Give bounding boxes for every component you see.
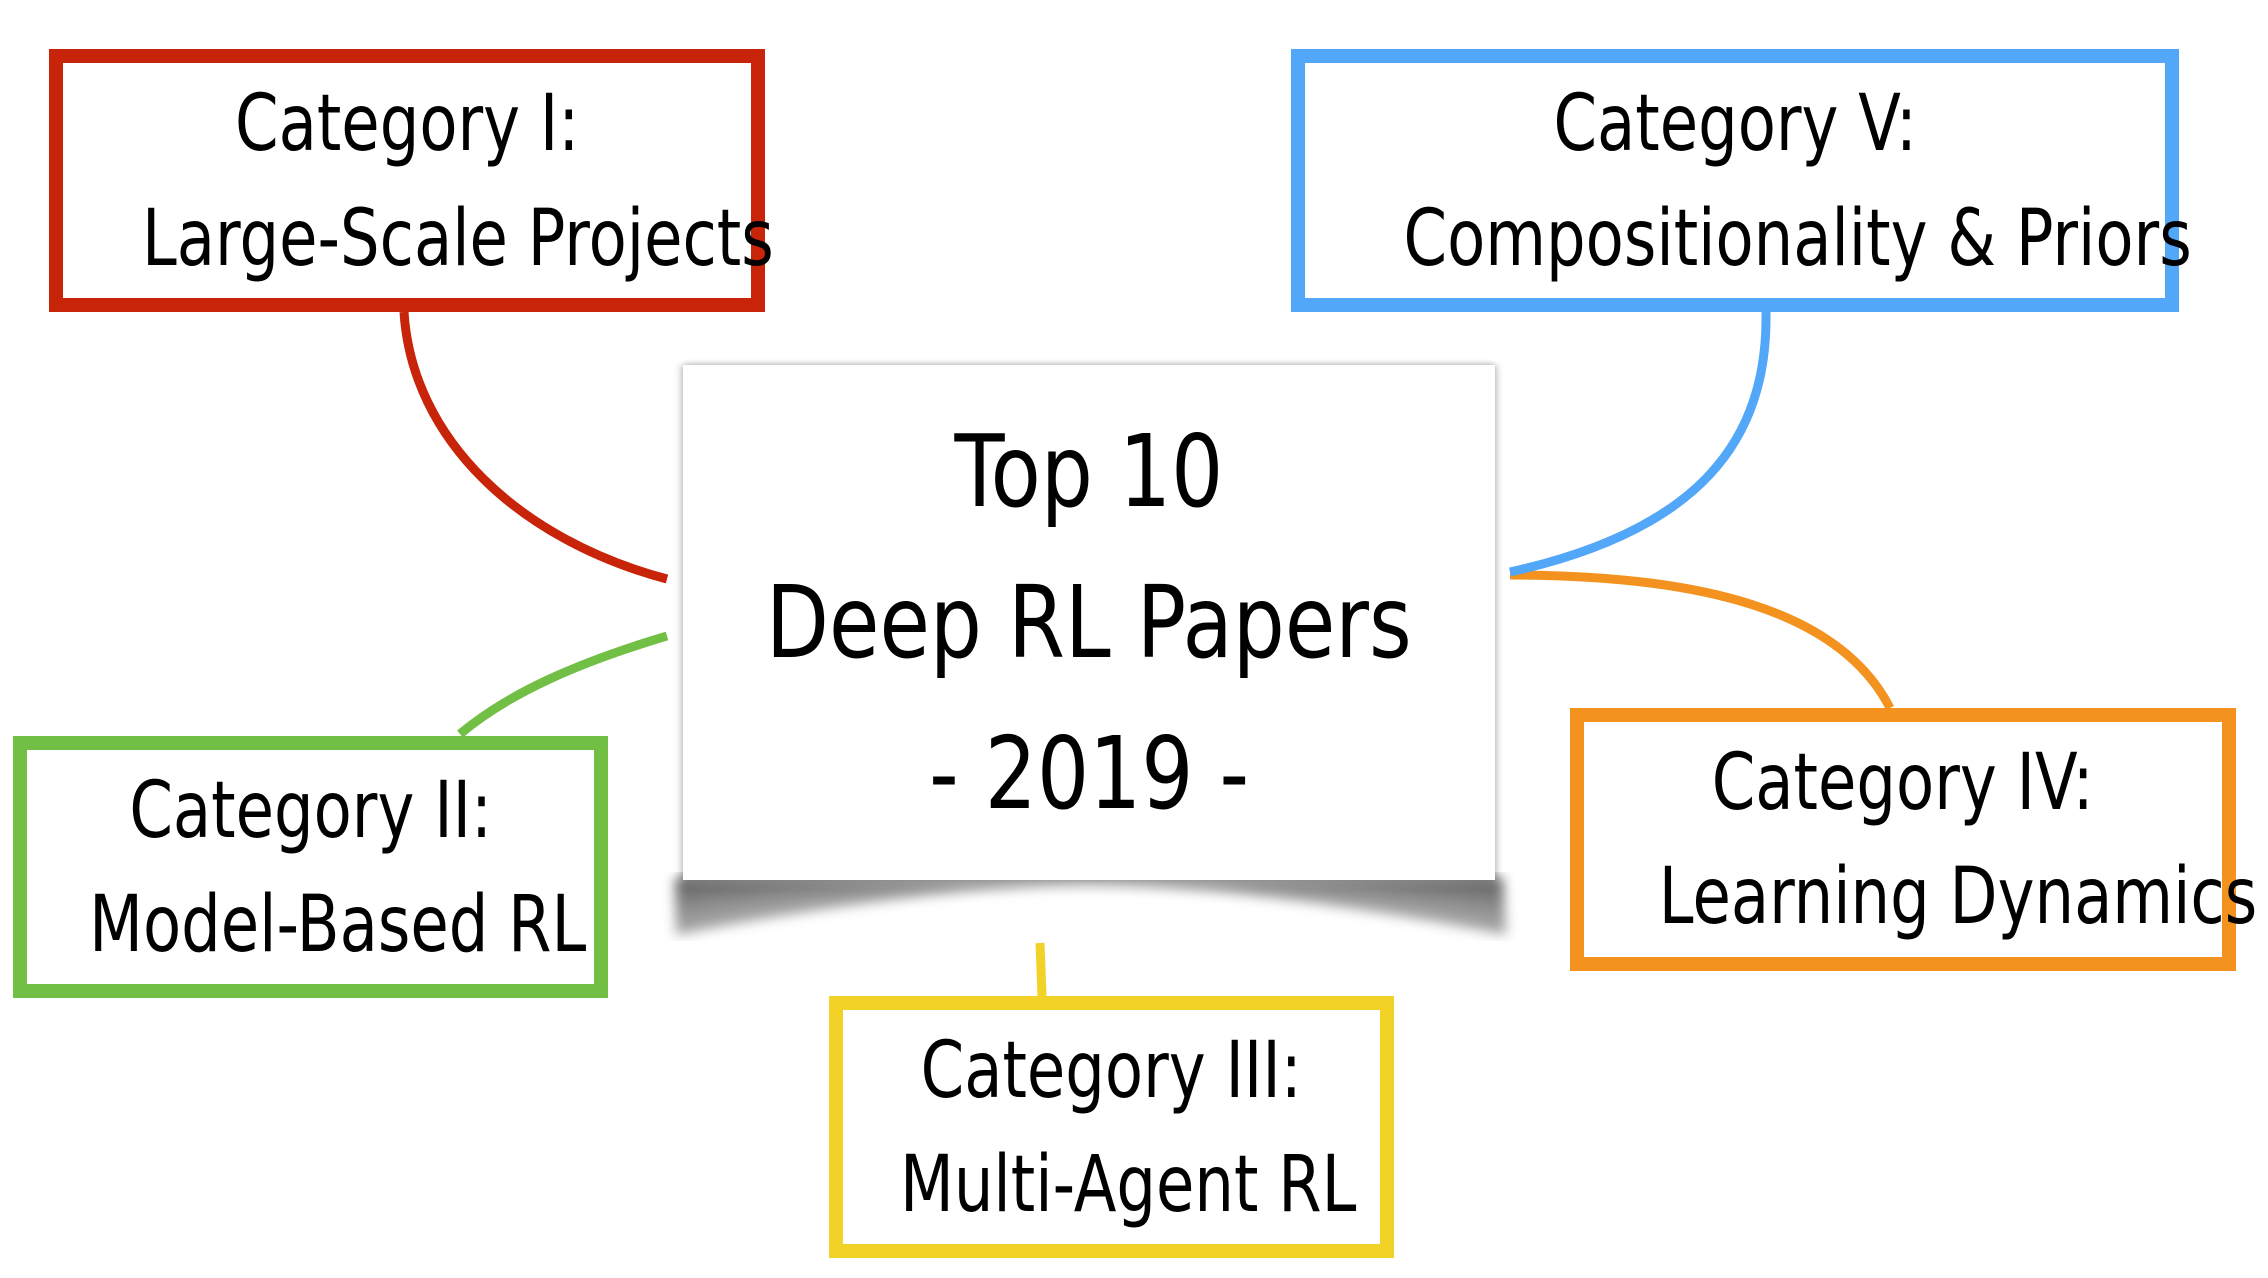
center-title-line-3: - 2019 - <box>928 715 1249 832</box>
center-title-line-1: Top 10 <box>954 413 1224 530</box>
category-i-box: Category I: Large-Scale Projects <box>49 49 774 312</box>
category-v-subtitle: Compositionality & Priors <box>1403 194 2192 284</box>
category-ii-subtitle: Model-Based RL <box>89 880 587 970</box>
center-title-line-2: Deep RL Papers <box>766 564 1412 681</box>
connector-category-ii <box>457 631 669 738</box>
connector-category-iii <box>1035 942 1047 997</box>
center-title-card: Top 10 Deep RL Papers - 2019 - <box>683 365 1495 880</box>
category-iv-title: Category IV: <box>1712 738 2094 828</box>
category-i-title: Category I: <box>234 79 580 169</box>
category-i-subtitle: Large-Scale Projects <box>141 194 774 284</box>
category-iv-box: Category IV: Learning Dynamics <box>1570 708 2258 971</box>
category-v-box: Category V: Compositionality & Priors <box>1291 49 2192 312</box>
card-curl-shadow-sides <box>676 878 1506 935</box>
connector-category-v <box>1509 311 1771 577</box>
category-ii-box: Category II: Model-Based RL <box>13 736 608 998</box>
category-ii-title: Category II: <box>129 766 492 856</box>
connector-category-iv <box>1509 570 1895 711</box>
category-v-title: Category V: <box>1553 79 1917 169</box>
category-iii-subtitle: Multi-Agent RL <box>900 1140 1357 1230</box>
category-iii-box: Category III: Multi-Agent RL <box>829 996 1394 1258</box>
category-iv-subtitle: Learning Dynamics <box>1658 852 2258 942</box>
connector-category-i <box>399 311 669 584</box>
category-iii-title: Category III: <box>920 1026 1303 1116</box>
